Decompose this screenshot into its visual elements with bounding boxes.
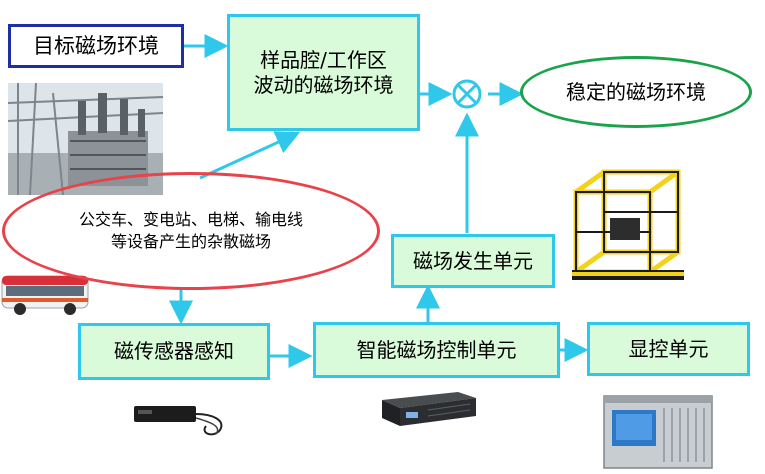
field-controller-box: 智能磁场控制单元 <box>313 322 560 378</box>
stable-environment-ellipse: 稳定的磁场环境 <box>520 56 752 128</box>
magnetic-sensor-label: 磁传感器感知 <box>114 339 234 363</box>
target-environment-box: 目标磁场环境 <box>8 24 184 68</box>
coil-frame-photo <box>562 162 692 292</box>
sample-chamber-line-1: 样品腔/工作区 <box>260 47 387 72</box>
sensor-photo <box>134 406 223 436</box>
arrow-noise-to-chamber <box>199 131 301 180</box>
field-controller-label: 智能磁场控制单元 <box>356 337 517 362</box>
summing-junction-icon <box>452 79 482 109</box>
substation-photo <box>8 83 163 195</box>
sample-chamber-line-2: 波动的磁场环境 <box>253 72 394 97</box>
controller-box-photo <box>382 392 476 426</box>
display-control-label: 显控单元 <box>628 336 709 361</box>
stray-field-ellipse: 公交车、变电站、电梯、输电线 等设备产生的杂散磁场 <box>2 172 380 290</box>
stable-environment-label: 稳定的磁场环境 <box>566 79 706 104</box>
stray-field-line-1: 公交车、变电站、电梯、输电线 <box>78 210 303 230</box>
bus-photo <box>1 275 89 315</box>
sample-chamber-box: 样品腔/工作区 波动的磁场环境 <box>227 14 420 131</box>
target-environment-label: 目标磁场环境 <box>33 33 159 58</box>
field-generator-box: 磁场发生单元 <box>391 234 555 288</box>
display-control-box: 显控单元 <box>587 322 750 376</box>
display-unit-photo <box>603 395 713 469</box>
field-generator-label: 磁场发生单元 <box>413 248 533 273</box>
stray-field-line-2: 等设备产生的杂散磁场 <box>110 232 271 251</box>
magnetic-sensor-box: 磁传感器感知 <box>78 323 270 380</box>
